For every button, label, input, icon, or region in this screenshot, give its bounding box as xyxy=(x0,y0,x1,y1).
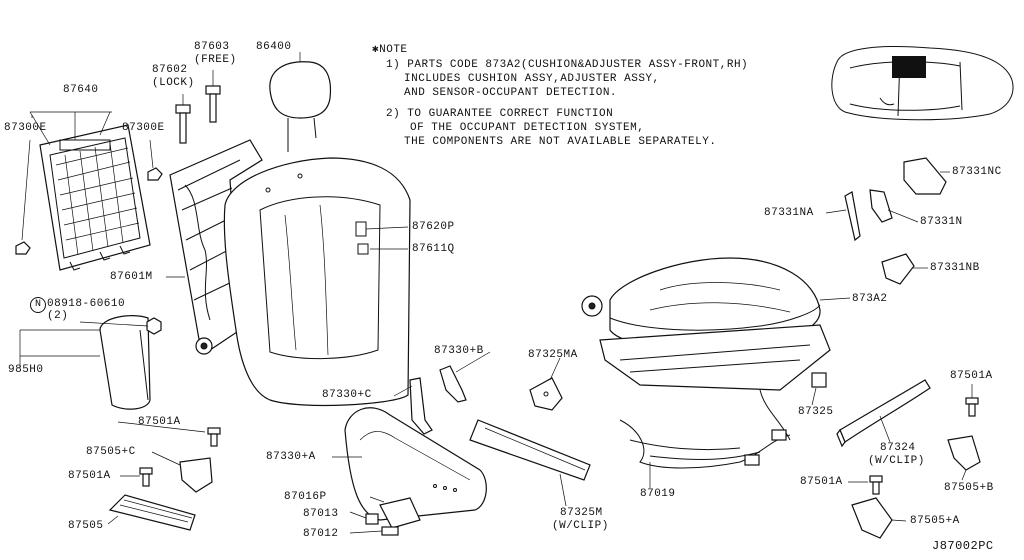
label-87325ma: 87325MA xyxy=(528,349,578,361)
cover-87331n xyxy=(869,189,893,223)
note-item1-line3: AND SENSOR-OCCUPANT DETECTION. xyxy=(404,87,618,99)
label-87012: 87012 xyxy=(303,528,339,540)
cover-87331na xyxy=(844,191,861,242)
label-985h0: 985H0 xyxy=(8,364,44,376)
bracket-87325ma xyxy=(529,377,563,411)
bracket-87505c xyxy=(179,457,213,493)
knob-87013 xyxy=(365,513,379,525)
label-87601m: 87601M xyxy=(110,271,153,283)
label-873a2: 873A2 xyxy=(852,293,888,305)
harness-87019 xyxy=(619,419,791,469)
label-87602-sub: (LOCK) xyxy=(152,77,195,89)
nut-icon xyxy=(146,317,162,335)
bolt-icon xyxy=(869,475,883,495)
cover-87330c xyxy=(409,377,433,435)
finisher-87325m xyxy=(469,419,591,481)
bracket-87505b xyxy=(947,435,981,471)
note-item1-line1: 1) PARTS CODE 873A2(CUSHION&ADJUSTER ASS… xyxy=(386,59,749,71)
cushion-adjuster-873a2 xyxy=(581,257,831,441)
label-87505a: 87505+A xyxy=(910,515,960,527)
finisher-87324 xyxy=(836,379,931,448)
diagram-code: J87002PC xyxy=(932,539,994,553)
bolt-icon xyxy=(207,427,221,447)
label-87019: 87019 xyxy=(640,488,676,500)
note-marker: ✱ xyxy=(372,44,380,56)
note-item2-line2: OF THE OCCUPANT DETECTION SYSTEM, xyxy=(410,122,645,134)
bolt-icon xyxy=(965,397,979,417)
vehicle-locator-icon xyxy=(831,46,1014,121)
label-87325m-sub: (W/CLIP) xyxy=(552,520,609,532)
headrest-guide-lock xyxy=(175,104,191,144)
headrest-86400 xyxy=(269,61,332,152)
knob-87012 xyxy=(381,526,399,536)
cover-87330b xyxy=(439,365,467,403)
label-87611q: 87611Q xyxy=(412,243,455,255)
clip-87300e-right xyxy=(147,167,163,181)
label-08918-sub: (2) xyxy=(47,310,69,322)
label-87501a-3: 87501A xyxy=(950,370,993,382)
label-87501a-2: 87501A xyxy=(68,470,111,482)
label-86400: 86400 xyxy=(256,41,292,53)
label-87640: 87640 xyxy=(63,84,99,96)
label-87324-sub: (W/CLIP) xyxy=(868,455,925,467)
side-airbag-985h0 xyxy=(99,315,151,410)
clip-87300e-left xyxy=(15,241,31,255)
note-title: NOTE xyxy=(379,44,408,56)
connector-87325 xyxy=(811,372,827,388)
label-87603: 87603 xyxy=(194,41,230,53)
leader-lines xyxy=(19,171,973,534)
label-87501a-4: 87501A xyxy=(800,476,843,488)
label-87505: 87505 xyxy=(68,520,104,532)
label-87016p: 87016P xyxy=(284,491,327,503)
rail-cover-87505 xyxy=(108,494,196,531)
bolt-icon xyxy=(139,467,153,487)
label-87331na: 87331NA xyxy=(764,207,814,219)
label-87325m: 87325M xyxy=(560,507,603,519)
label-87505c: 87505+C xyxy=(86,446,136,458)
note-item1-line2: INCLUDES CUSHION ASSY,ADJUSTER ASSY, xyxy=(404,73,660,85)
side-cover-87330a xyxy=(344,407,487,521)
label-87620p: 87620P xyxy=(412,221,455,233)
note-item2-line1: 2) TO GUARANTEE CORRECT FUNCTION xyxy=(386,108,614,120)
label-87325: 87325 xyxy=(798,406,834,418)
label-87331n: 87331N xyxy=(920,216,963,228)
label-87330a: 87330+A xyxy=(266,451,316,463)
label-87501a-1: 87501A xyxy=(138,416,181,428)
label-87603-sub: (FREE) xyxy=(194,54,237,66)
label-87330c: 87330+C xyxy=(322,389,372,401)
headrest-guide-free xyxy=(205,85,221,123)
label-87300e-left: 87300E xyxy=(4,122,47,134)
seatback-cushion-87620p xyxy=(223,157,411,407)
label-87324: 87324 xyxy=(880,442,916,454)
label-08918-marker: N xyxy=(30,297,46,313)
note-item2-line3: THE COMPONENTS ARE NOT AVAILABLE SEPARAT… xyxy=(404,136,717,148)
label-87300e-right: 87300E xyxy=(122,122,165,134)
label-87331nb: 87331NB xyxy=(930,262,980,274)
label-87013: 87013 xyxy=(303,508,339,520)
cover-87331nc xyxy=(903,157,947,195)
switch-87016p xyxy=(379,497,421,529)
label-87330b: 87330+B xyxy=(434,345,484,357)
seatback-board-87640 xyxy=(39,124,151,271)
note-block: ✱NOTE xyxy=(372,43,408,57)
label-87505b: 87505+B xyxy=(944,482,994,494)
label-08918-60610: 08918-60610 xyxy=(47,298,126,310)
label-87331nc: 87331NC xyxy=(952,166,1002,178)
label-87602: 87602 xyxy=(152,64,188,76)
bracket-87505a xyxy=(851,497,893,539)
cover-87331nb xyxy=(881,253,915,285)
